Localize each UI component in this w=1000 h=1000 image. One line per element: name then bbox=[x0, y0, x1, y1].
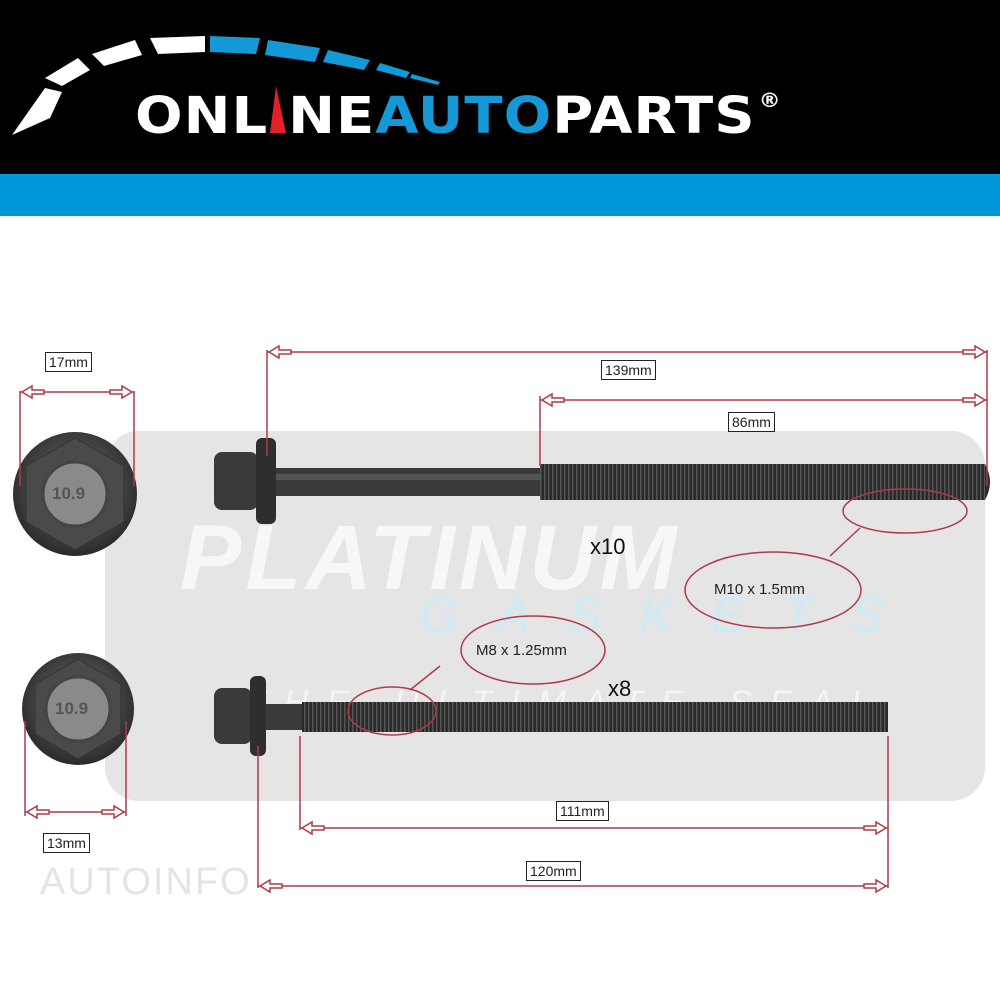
large-overall-length-label: 139mm bbox=[601, 360, 656, 380]
dimension-lines bbox=[19, 350, 988, 888]
small-bolt-quantity: x8 bbox=[608, 676, 632, 701]
large-thread-spec: M10 x 1.5mm bbox=[714, 581, 805, 598]
small-overall-length-label: 120mm bbox=[526, 861, 581, 881]
large-thread-length-label: 86mm bbox=[728, 412, 775, 432]
watermark-autoinfo: AUTOINFO bbox=[40, 861, 252, 903]
small-thread-spec: M8 x 1.25mm bbox=[476, 642, 567, 659]
large-head-size-label: 17mm bbox=[45, 352, 92, 372]
large-bolt-side-view bbox=[214, 438, 990, 524]
logo-part-onl: ONL bbox=[135, 87, 269, 146]
dimension-arrows bbox=[20, 344, 987, 894]
small-bolt-head-view bbox=[22, 653, 134, 765]
large-bolt-head-view bbox=[13, 432, 137, 556]
large-bolt-quantity: x10 bbox=[590, 534, 626, 559]
brand-header: ONL NEAUTOPARTS® bbox=[0, 0, 1000, 174]
bolt-drawing bbox=[13, 344, 990, 894]
header-accent-band bbox=[0, 174, 1000, 216]
small-head-marking: 10.9 bbox=[55, 699, 89, 718]
logo-part-auto: AUTO bbox=[375, 87, 553, 146]
small-head-size-label: 13mm bbox=[43, 833, 90, 853]
large-head-marking: 10.9 bbox=[52, 484, 86, 503]
small-bolt-side-view bbox=[214, 676, 888, 756]
watermark-gaskets: GASKETS bbox=[420, 587, 923, 643]
speedometer-arc-icon bbox=[12, 36, 440, 135]
needle-icon bbox=[268, 86, 288, 133]
product-diagram: PLATINUM GASKETS THE ULTIMATE SEAL AUTOI… bbox=[0, 216, 1000, 1000]
logo-part-ne: NE bbox=[288, 87, 376, 146]
small-thread-length-label: 111mm bbox=[556, 801, 609, 821]
registered-mark: ® bbox=[758, 89, 782, 113]
logo-part-parts: PARTS bbox=[552, 87, 756, 146]
